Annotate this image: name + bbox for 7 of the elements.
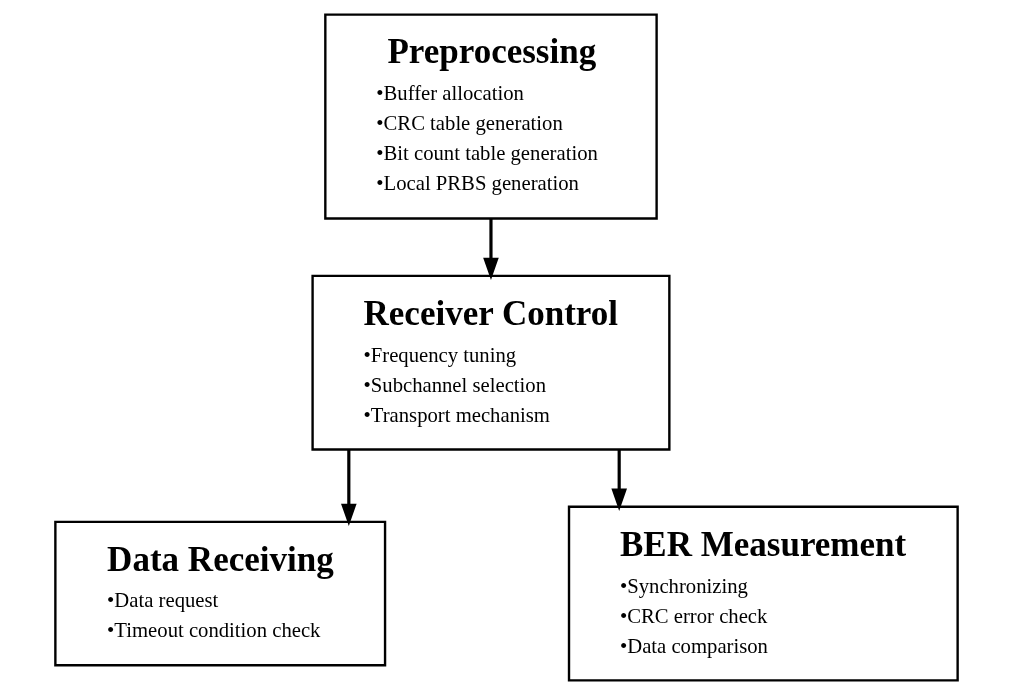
node-box: Receiver Control •Frequency tuning •Subchannel selection •Transport mechanism (311, 274, 671, 451)
node-box: BER Measurement •Synchronizing •CRC error check •Data comparison (567, 505, 959, 682)
node-box: Preprocessing •Buffer allocation •CRC table generation •Bit count table generation •Local PRBS generation (324, 13, 658, 220)
arrow (483, 218, 499, 281)
arrow (611, 449, 627, 511)
node-box: Data Receiving •Data request •Timeout condition check (54, 520, 387, 667)
arrow (341, 449, 357, 527)
